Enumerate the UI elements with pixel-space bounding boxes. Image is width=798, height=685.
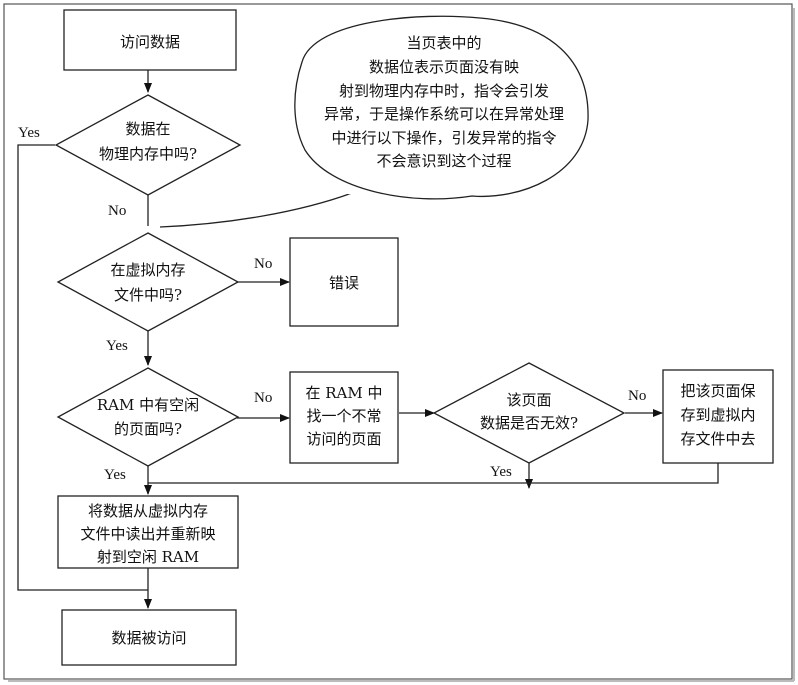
- edge-label-dirty-no: No: [628, 388, 646, 404]
- node-in-vm-file: [56, 232, 240, 332]
- edge-label-vm-yes: Yes: [106, 338, 128, 354]
- edge-label-ram-yes: Yes: [104, 467, 126, 483]
- node-load-data-line-3: 射到空闲 RAM: [97, 548, 199, 566]
- edge-label-dirty-yes: Yes: [490, 464, 512, 480]
- callout-line-5: 中进行以下操作，引发异常的指令: [331, 129, 556, 147]
- node-page-dirty-line-2: 数据是否无效?: [480, 414, 578, 432]
- edge-memory-yes: [17, 144, 148, 591]
- edge-label-vm-no: No: [254, 256, 272, 272]
- edge-label-ram-no: No: [254, 390, 272, 406]
- edge-label-memory-yes: Yes: [18, 125, 40, 141]
- callout-line-6: 不会意识到这个过程: [376, 152, 511, 170]
- node-ram-free: [56, 367, 240, 467]
- node-in-vm-file-line-2: 文件中吗?: [114, 286, 182, 304]
- node-load-data: [57, 495, 239, 569]
- callout-line-4: 异常，于是操作系统可以在异常处理: [324, 105, 564, 123]
- node-data-accessed: [61, 609, 237, 666]
- diagram-frame: [3, 3, 793, 680]
- edge-save-return: [148, 463, 719, 484]
- node-in-memory: [54, 94, 242, 196]
- node-page-dirty-line-1: 该页面: [506, 391, 551, 409]
- callout-line-3: 射到物理内存中时，指令会引发: [339, 82, 549, 100]
- connectors: [17, 70, 719, 609]
- node-find-page-line-2: 找一个不常: [306, 407, 381, 425]
- node-access-data-text: 访问数据: [120, 33, 180, 51]
- node-error: [289, 237, 399, 327]
- callout-line-2: 数据位表示页面没有映: [369, 58, 519, 76]
- node-error-text: 错误: [329, 274, 359, 292]
- node-page-dirty: [432, 362, 626, 464]
- node-load-data-line-1: 将数据从虚拟内存: [88, 502, 208, 520]
- edge-label-memory-no: No: [108, 203, 126, 219]
- callout-tail: [159, 192, 353, 228]
- node-save-page-line-1: 把该页面保: [680, 382, 755, 400]
- node-ram-free-line-1: RAM 中有空闲: [97, 396, 199, 414]
- node-access-data: [63, 9, 237, 71]
- callout-bubble: [294, 15, 589, 200]
- node-in-memory-line-1: 数据在: [125, 120, 170, 138]
- node-ram-free-line-2: 的页面吗?: [114, 420, 182, 438]
- callout-line-1: 当页表中的: [406, 34, 481, 52]
- node-in-memory-line-2: 物理内存中吗?: [99, 145, 197, 163]
- node-find-page-line-3: 访问的页面: [306, 430, 381, 448]
- node-find-page: [289, 371, 399, 464]
- node-save-page-line-3: 存文件中去: [680, 430, 755, 448]
- node-in-vm-file-line-1: 在虚拟内存: [110, 261, 185, 279]
- node-data-accessed-text: 数据被访问: [111, 629, 186, 647]
- node-save-page-line-2: 存到虚拟内: [680, 406, 755, 424]
- node-load-data-line-2: 文件中读出并重新映: [80, 525, 215, 543]
- node-find-page-line-1: 在 RAM 中: [305, 384, 382, 402]
- node-save-page: [662, 369, 774, 464]
